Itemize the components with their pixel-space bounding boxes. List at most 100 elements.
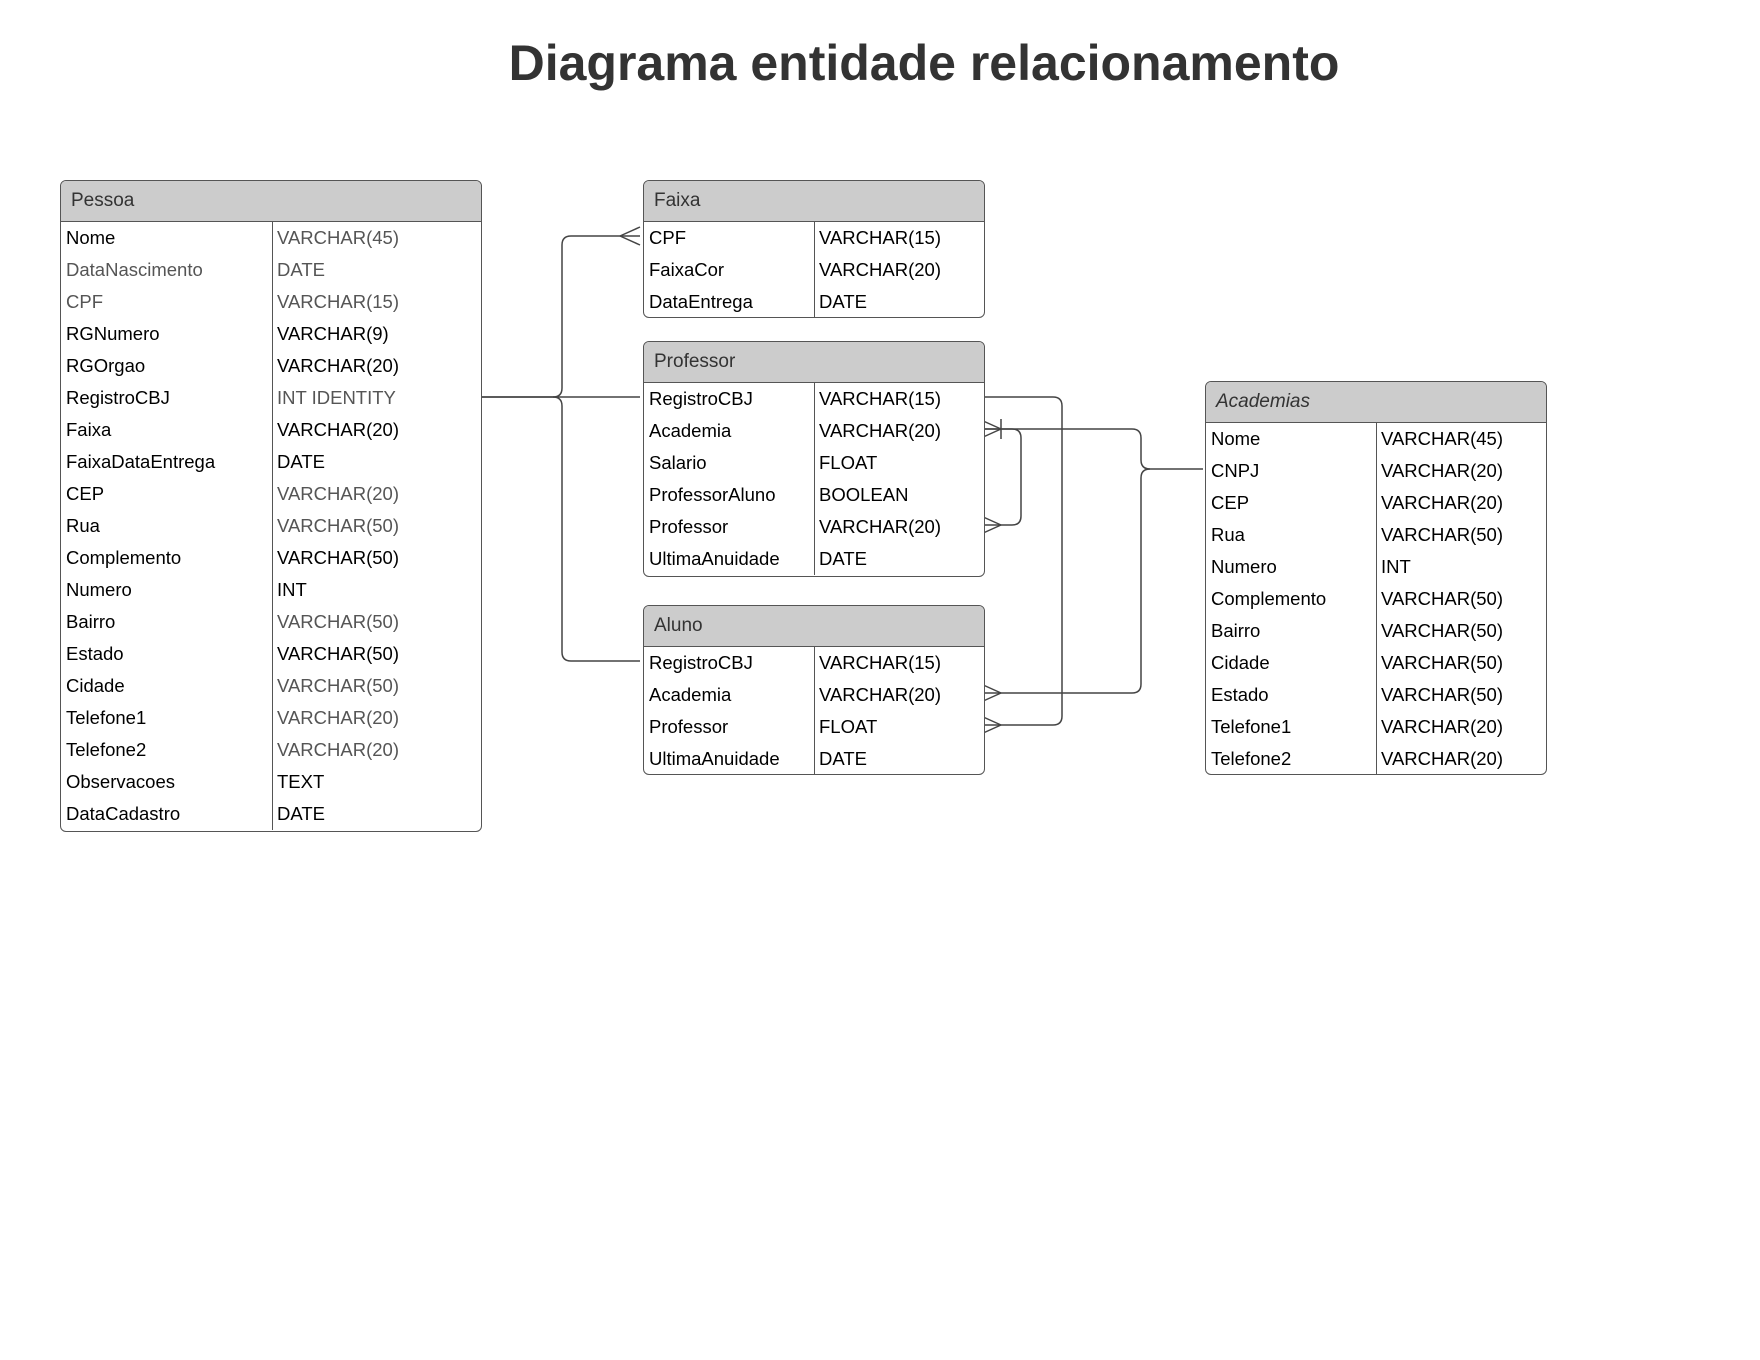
field-name: CPF (644, 222, 815, 254)
field-type: VARCHAR(45) (1381, 428, 1503, 449)
entity-header-aluno: Aluno (644, 606, 984, 647)
field-type: VARCHAR(20) (819, 516, 941, 537)
field-name: Academia (644, 415, 815, 447)
field-name: RGOrgao (61, 350, 273, 382)
field-name: CNPJ (1206, 455, 1377, 487)
field-type: VARCHAR(50) (1381, 524, 1503, 545)
field-name: DataNascimento (61, 254, 273, 286)
field-type: VARCHAR(20) (277, 355, 399, 376)
field-name: Complemento (61, 542, 273, 574)
crowfoot-faixa-cpf (619, 226, 641, 246)
field-type: VARCHAR(50) (1381, 588, 1503, 609)
field-name: RGNumero (61, 318, 273, 350)
field-name: Estado (1206, 679, 1377, 711)
field-type: VARCHAR(15) (819, 227, 941, 248)
field-type: VARCHAR(20) (1381, 492, 1503, 513)
field-name: RegistroCBJ (644, 383, 815, 415)
field-name: Telefone2 (61, 734, 273, 766)
field-name: DataEntrega (644, 286, 815, 317)
field-type: VARCHAR(15) (819, 388, 941, 409)
field-name: Telefone1 (1206, 711, 1377, 743)
link-pessoa-faixa (482, 235, 640, 398)
field-name: Numero (1206, 551, 1377, 583)
field-type: VARCHAR(15) (277, 291, 399, 312)
field-type: VARCHAR(20) (819, 420, 941, 441)
field-type: INT (1381, 556, 1411, 577)
field-type: VARCHAR(45) (277, 227, 399, 248)
field-type: FLOAT (819, 716, 878, 737)
field-type: FLOAT (819, 452, 878, 473)
field-type: VARCHAR(20) (277, 707, 399, 728)
field-type: VARCHAR(20) (1381, 716, 1503, 737)
field-name: Salario (644, 447, 815, 479)
field-name: FaixaDataEntrega (61, 446, 273, 478)
field-name: FaixaCor (644, 254, 815, 286)
field-name: Professor (644, 711, 815, 743)
field-type: VARCHAR(15) (819, 652, 941, 673)
field-type: INT IDENTITY (277, 387, 396, 408)
field-name: Nome (1206, 423, 1377, 455)
field-type: DATE (819, 548, 867, 569)
field-type: VARCHAR(50) (277, 547, 399, 568)
field-name: UltimaAnuidade (644, 743, 815, 774)
field-type: DATE (819, 291, 867, 312)
field-name: Telefone1 (61, 702, 273, 734)
field-type: VARCHAR(20) (277, 483, 399, 504)
field-type: BOOLEAN (819, 484, 909, 505)
field-name: ProfessorAluno (644, 479, 815, 511)
field-type: VARCHAR(50) (1381, 652, 1503, 673)
field-type: VARCHAR(9) (277, 323, 389, 344)
field-name: Bairro (1206, 615, 1377, 647)
field-type: VARCHAR(50) (277, 643, 399, 664)
field-name: Numero (61, 574, 273, 606)
field-name: Observacoes (61, 766, 273, 798)
field-type: VARCHAR(20) (819, 684, 941, 705)
field-name: Faixa (61, 414, 273, 446)
field-type: DATE (277, 259, 325, 280)
field-type: VARCHAR(20) (277, 419, 399, 440)
entity-header-professor: Professor (644, 342, 984, 383)
field-name: Estado (61, 638, 273, 670)
field-type: DATE (277, 803, 325, 824)
field-type: TEXT (277, 771, 325, 792)
field-type: VARCHAR(50) (277, 515, 399, 536)
field-name: Complemento (1206, 583, 1377, 615)
field-name: Cidade (1206, 647, 1377, 679)
field-type: VARCHAR(20) (1381, 460, 1503, 481)
field-type: VARCHAR(50) (277, 611, 399, 632)
field-name: Rua (1206, 519, 1377, 551)
field-name: Cidade (61, 670, 273, 702)
